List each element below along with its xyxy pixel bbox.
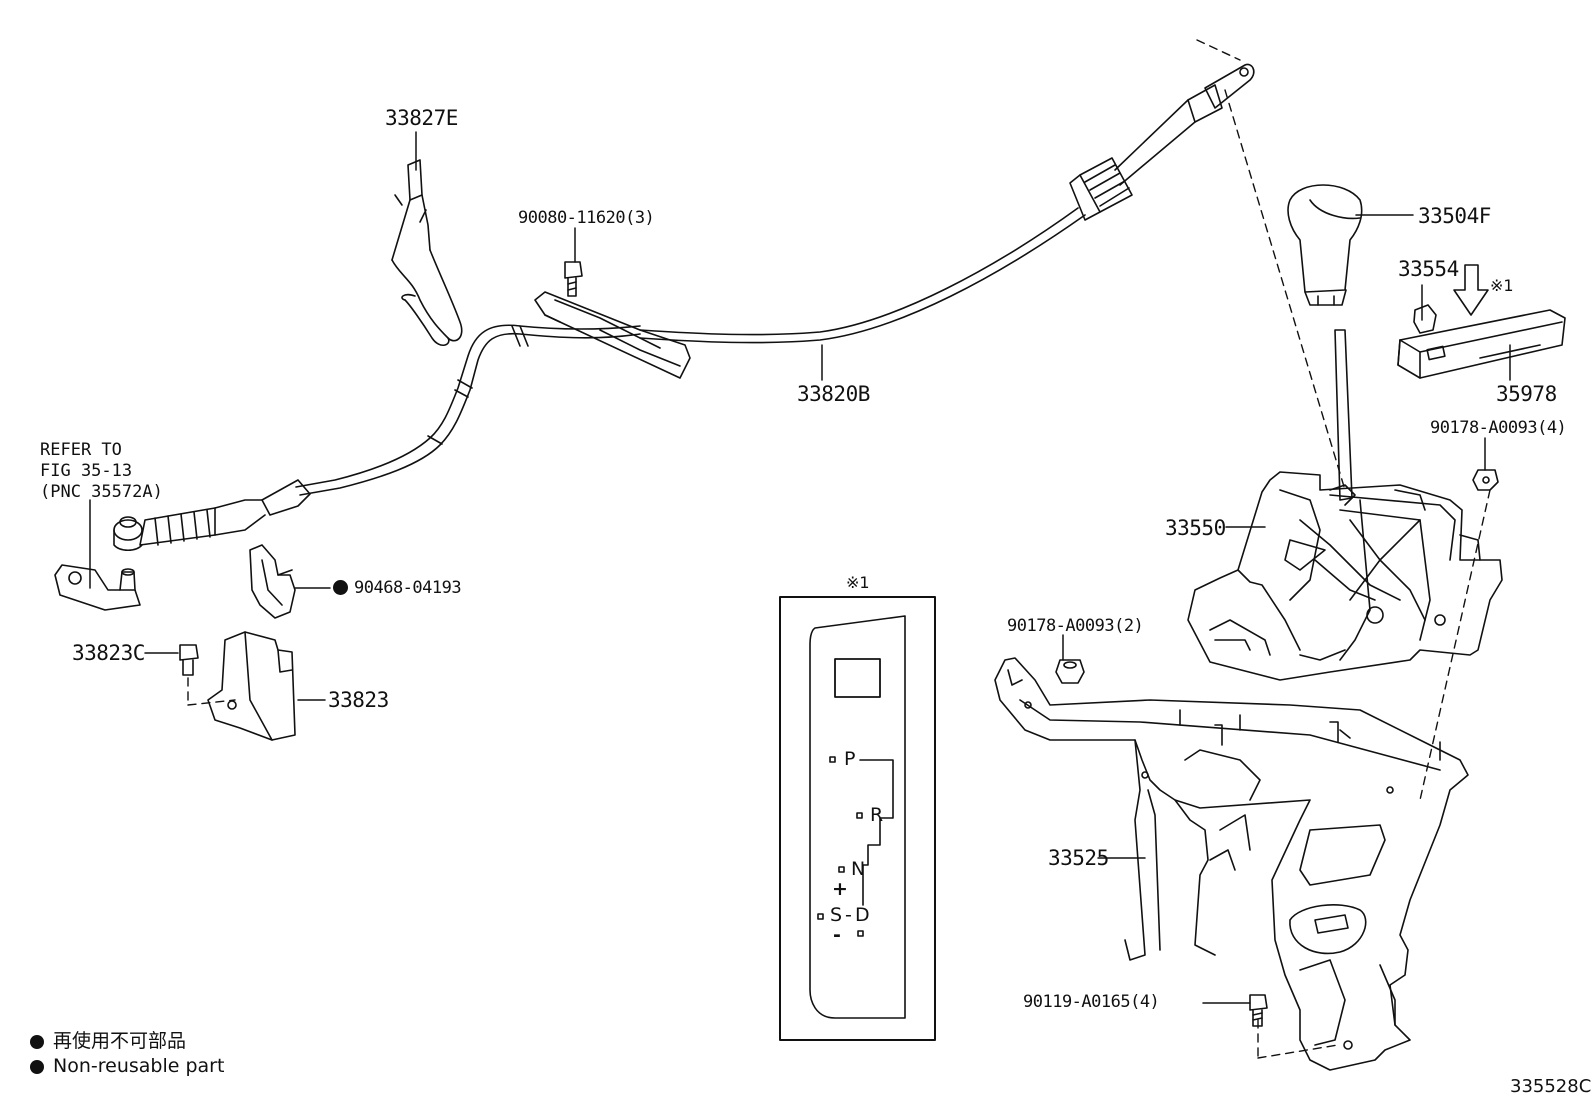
label-90080: 90080-11620(3): [518, 208, 655, 228]
gate-R: R: [870, 804, 884, 826]
label-35978: 35978: [1496, 382, 1557, 406]
part-90178-nut-2: [1055, 659, 1085, 684]
label-90119: 90119-A0165(4): [1023, 992, 1160, 1012]
ref-mark-1: ※1: [1490, 276, 1514, 295]
legend-dot-ja: [30, 1035, 44, 1049]
gate-S: S: [830, 904, 843, 926]
label-33827E: 33827E: [385, 106, 458, 130]
label-33525: 33525: [1048, 846, 1109, 870]
legend-en: Non-reusable part: [53, 1055, 225, 1077]
refer-note: REFER TO FIG 35-13 (PNC 35572A): [40, 440, 163, 503]
part-90468-clip: [249, 544, 296, 619]
gate-minus: -: [833, 924, 841, 946]
part-35978-indicator: [1397, 309, 1566, 379]
part-33525-bracket: [994, 657, 1469, 1071]
label-33554: 33554: [1398, 257, 1459, 281]
label-90178-4: 90178-A0093(4): [1430, 418, 1567, 438]
label-90468-text: 90468-04193: [354, 578, 462, 598]
part-90119-bolt: [1249, 994, 1268, 1027]
gate-P: P: [844, 748, 856, 770]
part-lever-bracket: [54, 564, 141, 611]
part-33504F-knob: [1287, 184, 1363, 306]
arrow-down: [1453, 264, 1489, 316]
part-90080-bolt: [564, 261, 583, 297]
part-33820B-cable: [113, 63, 1255, 552]
part-33823-cover: [207, 631, 296, 741]
legend-dot-en: [30, 1060, 44, 1074]
label-33550: 33550: [1165, 516, 1226, 540]
inset-ref-mark: ※1: [846, 573, 870, 592]
figure-code: 335528C: [1510, 1076, 1592, 1097]
label-90468: 90468-04193: [333, 578, 462, 598]
part-90178-nut-4: [1472, 469, 1499, 491]
label-33823: 33823: [328, 688, 389, 712]
gate-D: D: [855, 904, 870, 926]
inset-detail-box: [779, 596, 936, 1041]
label-33823C: 33823C: [72, 641, 145, 665]
gate-plus: +: [832, 878, 848, 900]
label-33504F: 33504F: [1418, 204, 1491, 228]
refer-line-3: (PNC 35572A): [40, 482, 163, 502]
refer-line-1: REFER TO: [40, 440, 122, 460]
gate-dash: -: [845, 904, 852, 926]
gate-N: N: [851, 858, 866, 880]
legend-ja: 再使用不可部品: [53, 1030, 187, 1052]
part-33827E-clip: [391, 159, 463, 346]
refer-line-2: FIG 35-13: [40, 461, 133, 481]
label-90178-2: 90178-A0093(2): [1007, 616, 1144, 636]
part-33550-lever-assy: [1187, 329, 1503, 681]
non-reusable-dot: [333, 580, 348, 595]
part-33554-clip: [1413, 304, 1437, 334]
part-33823C-bolt: [179, 644, 199, 676]
label-33820B: 33820B: [797, 382, 870, 406]
